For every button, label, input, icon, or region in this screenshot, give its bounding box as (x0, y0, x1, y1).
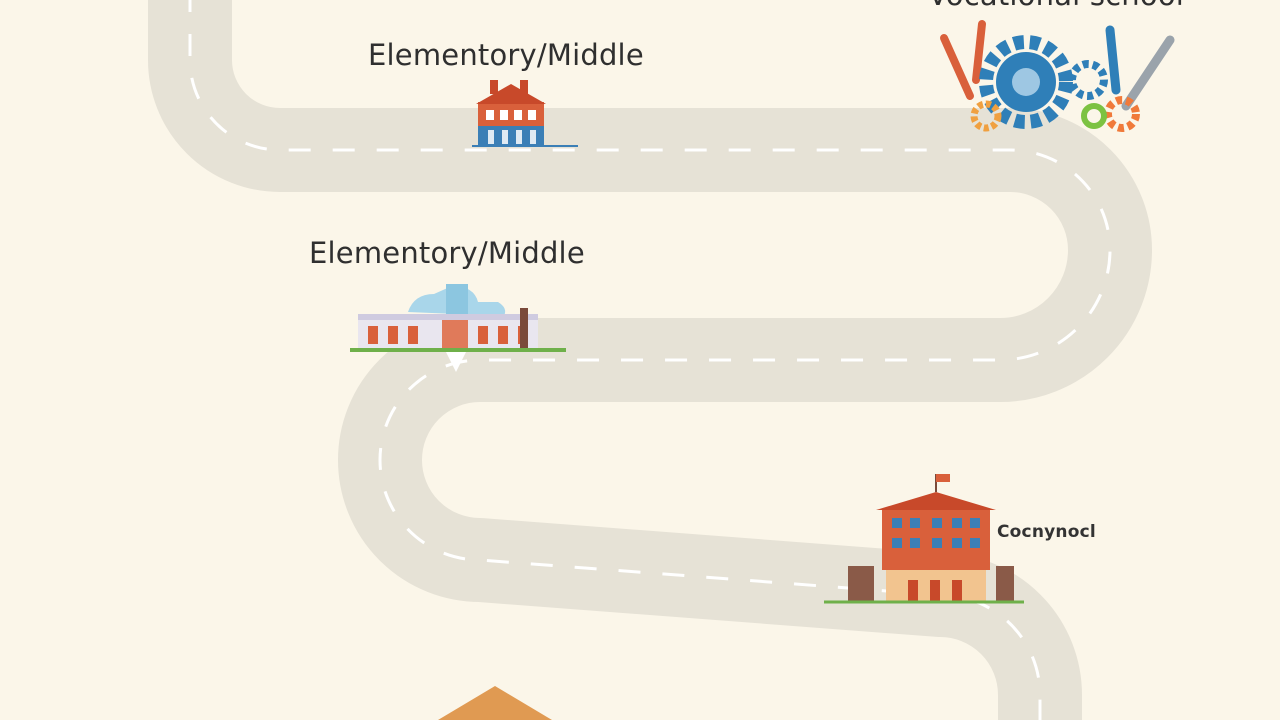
house-roof-icon (438, 686, 552, 720)
large-blue-gear-icon (979, 35, 1073, 129)
campus-building-icon (350, 284, 566, 372)
stop-label-elementary-middle-1: Elementory/Middle (368, 38, 644, 72)
stop-label-high-school: Cocnynocl (997, 522, 1096, 542)
winding-road (148, 0, 1152, 720)
stop-label-vocational-school: Vocational school (928, 0, 1184, 12)
high-school-building-icon (824, 474, 1024, 604)
small-school-house-icon (472, 80, 578, 147)
stop-label-elementary-middle-2: Elementory/Middle (309, 236, 585, 270)
tools-and-gears-icon (940, 20, 1175, 132)
